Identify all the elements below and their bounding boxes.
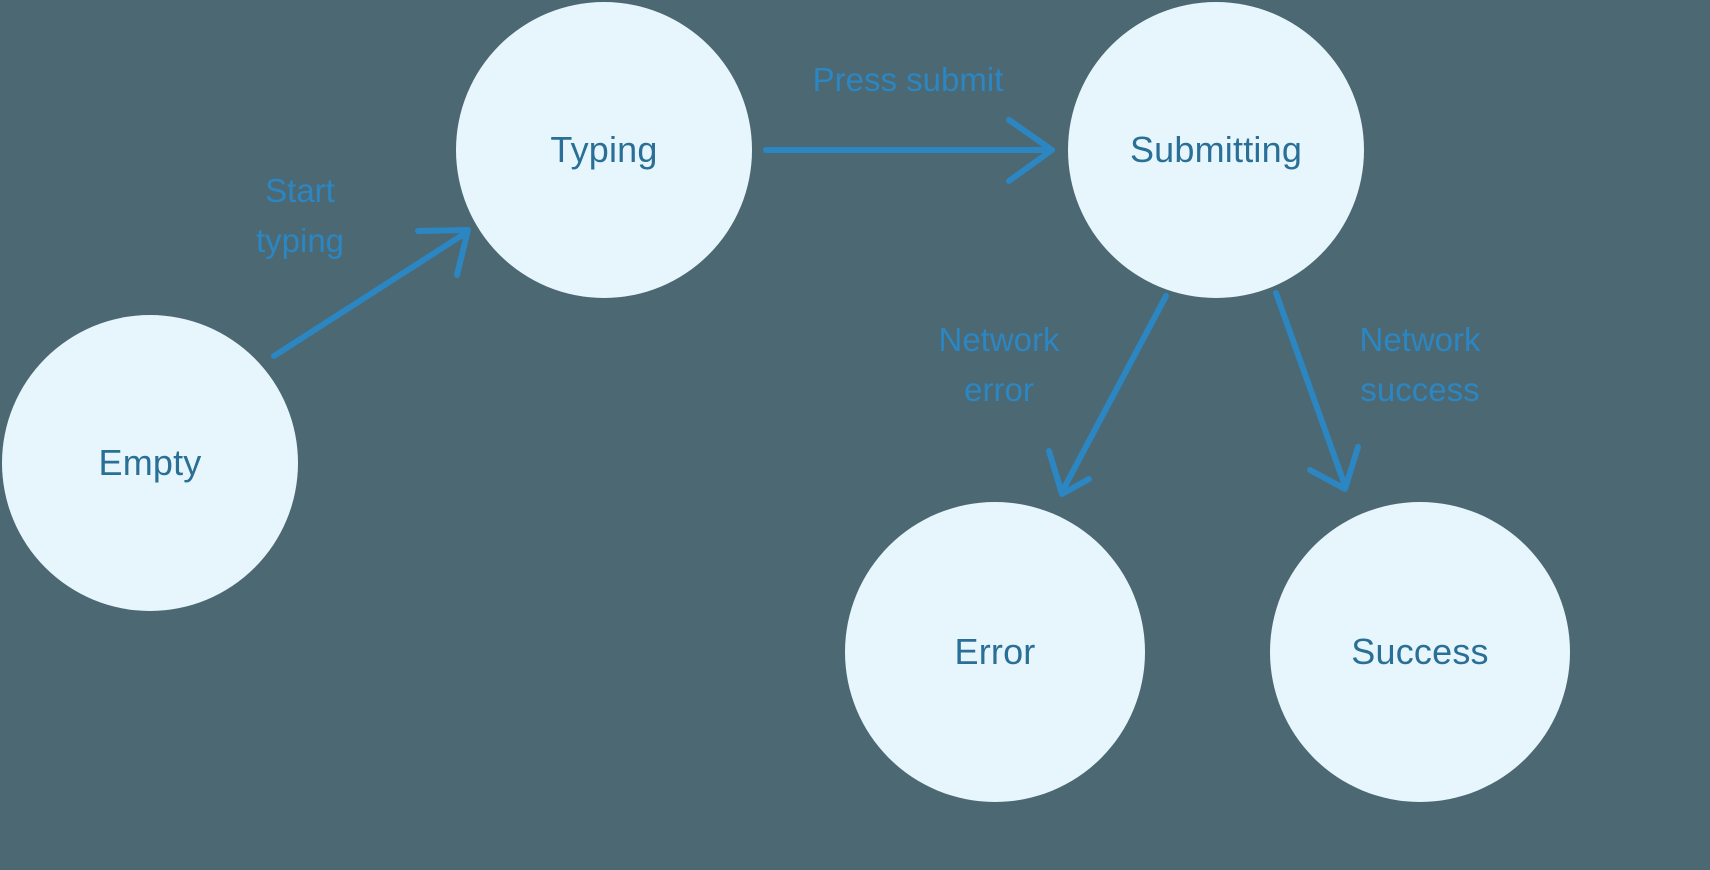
- edge-submitting-to-success: [1273, 290, 1361, 492]
- state-node-label: Success: [1351, 631, 1489, 672]
- state-node-label: Typing: [550, 129, 658, 170]
- state-node-empty[interactable]: Empty: [2, 315, 298, 611]
- state-node-error[interactable]: Error: [845, 502, 1145, 802]
- state-node-success[interactable]: Success: [1270, 502, 1570, 802]
- edge-label-network-error: Network error: [938, 321, 1060, 408]
- state-node-submitting[interactable]: Submitting: [1068, 2, 1364, 298]
- edge-label-press-submit: Press submit: [812, 61, 1004, 98]
- edge-typing-to-submitting: [763, 117, 1055, 184]
- state-node-label: Submitting: [1129, 129, 1303, 170]
- edge-submitting-to-error: [1046, 293, 1169, 497]
- state-node-label: Error: [954, 631, 1036, 672]
- edge-label-network-success: Network success: [1359, 321, 1481, 408]
- state-node-label: Empty: [98, 442, 202, 483]
- state-node-typing[interactable]: Typing: [456, 2, 752, 298]
- edge-label-start-typing: Start typing: [255, 172, 345, 259]
- edge-empty-to-typing: [271, 227, 471, 359]
